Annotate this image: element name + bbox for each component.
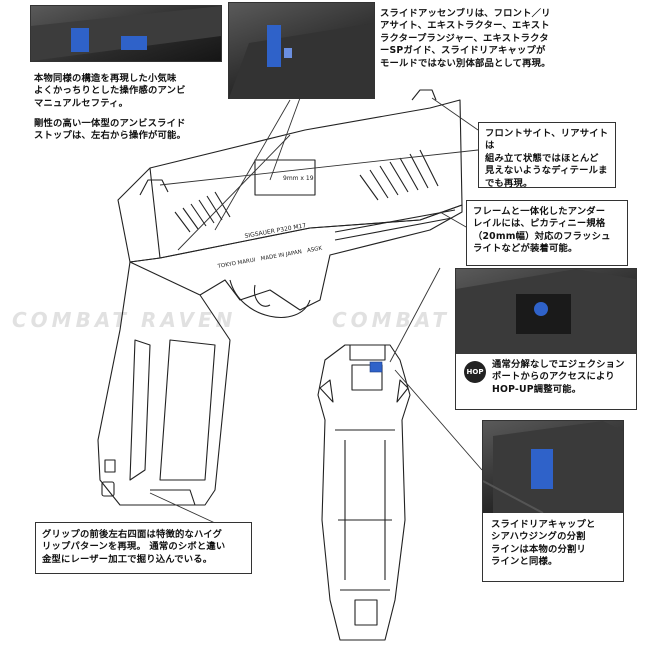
leader-sights: [431, 97, 479, 131]
ejection-port: [254, 159, 316, 196]
magazine-base: [150, 489, 196, 506]
front-sight: [411, 89, 437, 101]
trigger-guard: [229, 279, 311, 318]
leader-slide: [269, 97, 301, 181]
highlight-extractor: [267, 25, 281, 67]
highlight-rear-cap-photo: [531, 449, 553, 489]
slide-rear-cap: [351, 364, 383, 391]
grip-rear-strap: [344, 440, 386, 580]
lanyard-loop: [101, 481, 115, 497]
leader-rear-sight: [159, 149, 479, 186]
leader-safety: [214, 99, 291, 231]
rear-sight: [139, 179, 169, 196]
ambi-safety-levers: [319, 379, 409, 403]
hopup-badge: HOP: [464, 361, 486, 383]
marking-model: SIGSAUER P320 M17: [244, 222, 307, 240]
rear-view-outline: [317, 344, 411, 641]
photo-inset-slide-cap: [483, 421, 623, 513]
leader-slide-cap: [394, 369, 483, 471]
photo-inset-slide: [228, 2, 375, 99]
callout-slide-assembly: スライドアッセンブリは、フロント／リ アサイト、エキストラクター、エキスト ラク…: [380, 8, 551, 69]
photo-inset-hopup: [456, 269, 636, 354]
magazine-release: [104, 459, 116, 473]
rear-sight-notch: [349, 345, 386, 361]
grip-outline: [97, 261, 231, 506]
callout-box-grip: グリップの前後左右四面は特徴的なハイグ リップパターンを再現。 通常のシボと違い…: [35, 522, 252, 574]
grip-texture-panel: [129, 339, 151, 481]
magazine-baseplate: [354, 599, 378, 626]
frame-outline: [129, 204, 463, 311]
photo-inset-safety: [30, 5, 222, 62]
callout-box-sights: フロントサイト、リアサイトは 組み立て状態ではほとんど 見えないようなディテール…: [478, 122, 616, 188]
callout-box-hopup: HOP 通常分解なしでエジェクション ポートからのアクセスにより HOP-UP調…: [455, 268, 637, 410]
highlight-hopup-dial: [534, 302, 548, 316]
callout-box-rail: フレームと一体化したアンダー レイルには、ピカティニー規格 （20mm幅）対応の…: [466, 200, 628, 266]
grip-texture-panel-rear: [159, 339, 216, 481]
highlight-slide-stop: [121, 36, 147, 50]
callout-box-slide-cap: スライドリアキャップと シアハウジングの分割 ラインは本物の分割リ ラインと同様…: [482, 420, 624, 582]
highlight-safety-lever: [71, 28, 89, 52]
leader-hopup: [389, 267, 441, 363]
callout-slide-stop: 剛性の高い一体型のアンビスライド ストップは、左右から操作が可能。: [34, 118, 186, 142]
leader-grip: [149, 492, 216, 524]
marking-caliber: 9mm x 19: [283, 175, 314, 182]
leader-slide-stop: [177, 134, 291, 251]
highlight-rear-cap: [369, 361, 383, 373]
accessory-rail: [334, 209, 456, 241]
callout-ambi-safety: 本物同様の構造を再現した小気味 よくかっちりとした操作感のアンビ マニュアルセフ…: [34, 73, 186, 109]
marking-maker: TOKYO MARUI MADE IN JAPAN ASGK: [216, 246, 323, 271]
trigger: [253, 284, 271, 307]
